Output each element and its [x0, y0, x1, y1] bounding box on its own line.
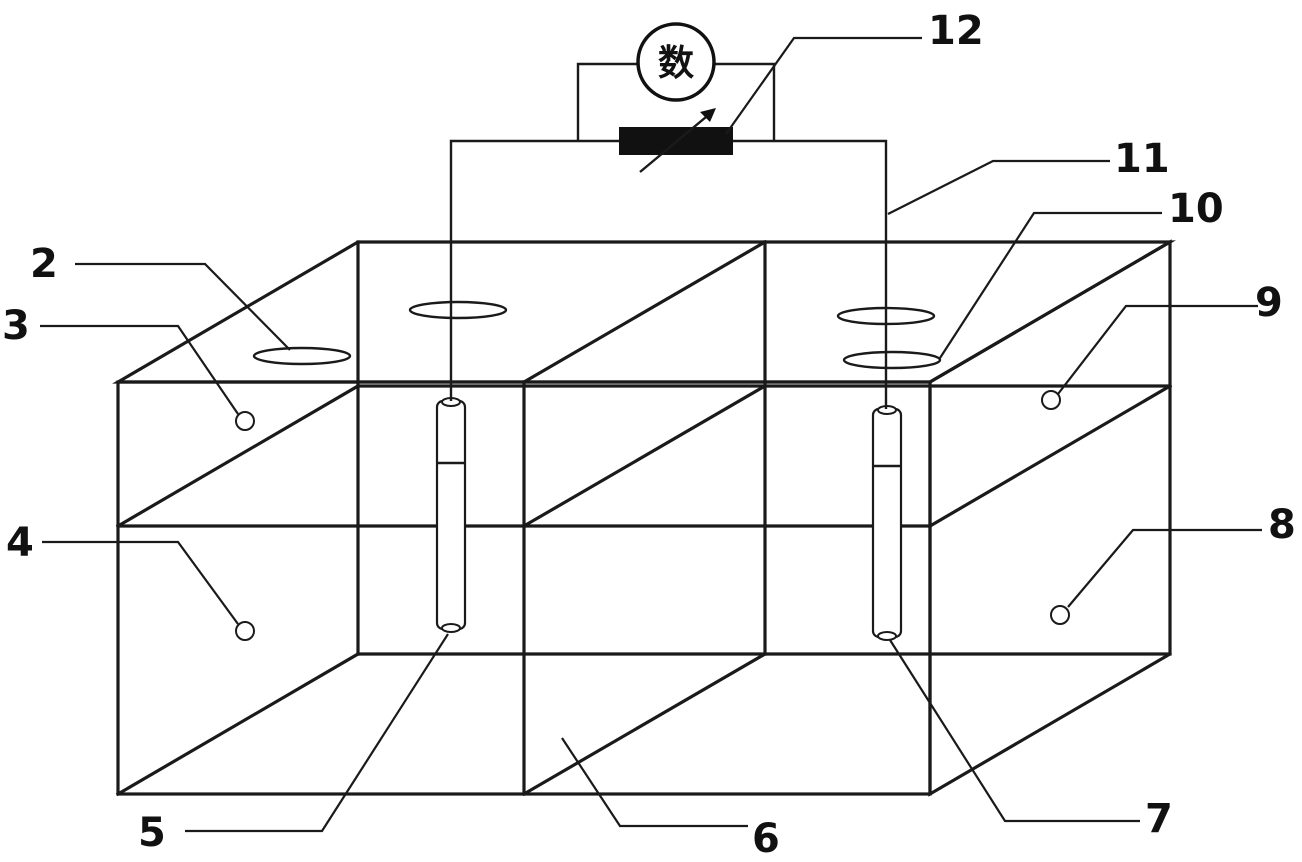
- callout-2: 2: [30, 241, 58, 287]
- callout-11: 11: [1114, 136, 1170, 182]
- tank-structure: [112, 239, 1176, 797]
- bottom-depth-mid: [521, 651, 768, 797]
- meter-loop: [576, 62, 638, 141]
- leader-5: [185, 633, 449, 833]
- data-meter-label: 数: [658, 43, 694, 84]
- leader-11: [887, 159, 1110, 215]
- variable-resistor-arrow: [639, 111, 713, 173]
- electrode-right-body: [871, 407, 903, 639]
- shelf-depth-mid: [521, 383, 768, 529]
- callout-12: 12: [928, 8, 984, 54]
- electrode-left-bottom-cap: [441, 623, 461, 633]
- leader-6: [561, 737, 748, 828]
- electrode-right: [871, 405, 903, 641]
- data-meter: [636, 22, 716, 102]
- top-opening-left-electrode: [408, 300, 508, 320]
- side-ports: [235, 390, 1070, 641]
- top-opening-2: [252, 346, 352, 366]
- wire-left: [449, 139, 620, 401]
- callout-labels: 2 3 4 5 6 7 8 9 10 11 12: [2, 8, 1296, 862]
- port-4: [235, 621, 255, 641]
- leader-12: [725, 36, 922, 135]
- port-8: [1050, 605, 1070, 625]
- leader-lines: [40, 36, 1262, 833]
- callout-4: 4: [6, 520, 34, 566]
- wire-right: [732, 139, 888, 409]
- callout-5: 5: [138, 810, 166, 856]
- bottom-depth-left: [115, 651, 361, 797]
- callout-6: 6: [752, 816, 780, 862]
- electrode-left: [435, 397, 467, 633]
- right-face: [928, 239, 1172, 797]
- callout-3: 3: [2, 303, 30, 349]
- callout-7: 7: [1145, 796, 1173, 842]
- shelf-depth-left: [115, 383, 361, 529]
- shelf-depth-right: [927, 383, 1173, 529]
- callout-10: 10: [1168, 186, 1224, 232]
- callout-8: 8: [1268, 502, 1296, 548]
- variable-resistor-arrowhead: [700, 108, 716, 122]
- port-9: [1041, 390, 1061, 410]
- external-circuit: 数: [449, 22, 888, 409]
- leader-7: [889, 639, 1140, 823]
- port-3: [235, 411, 255, 431]
- leader-3: [40, 324, 239, 415]
- top-depth-mid: [521, 239, 768, 385]
- leader-8: [1067, 528, 1262, 608]
- meter-loop-right: [714, 62, 776, 141]
- electrode-right-bottom-cap: [877, 631, 897, 641]
- leader-4: [42, 540, 239, 625]
- leader-2: [75, 262, 291, 351]
- electrode-left-body: [435, 399, 467, 631]
- leader-10: [939, 211, 1162, 359]
- top-opening-10: [842, 350, 942, 370]
- callout-9: 9: [1255, 280, 1283, 326]
- leader-9: [1057, 304, 1258, 395]
